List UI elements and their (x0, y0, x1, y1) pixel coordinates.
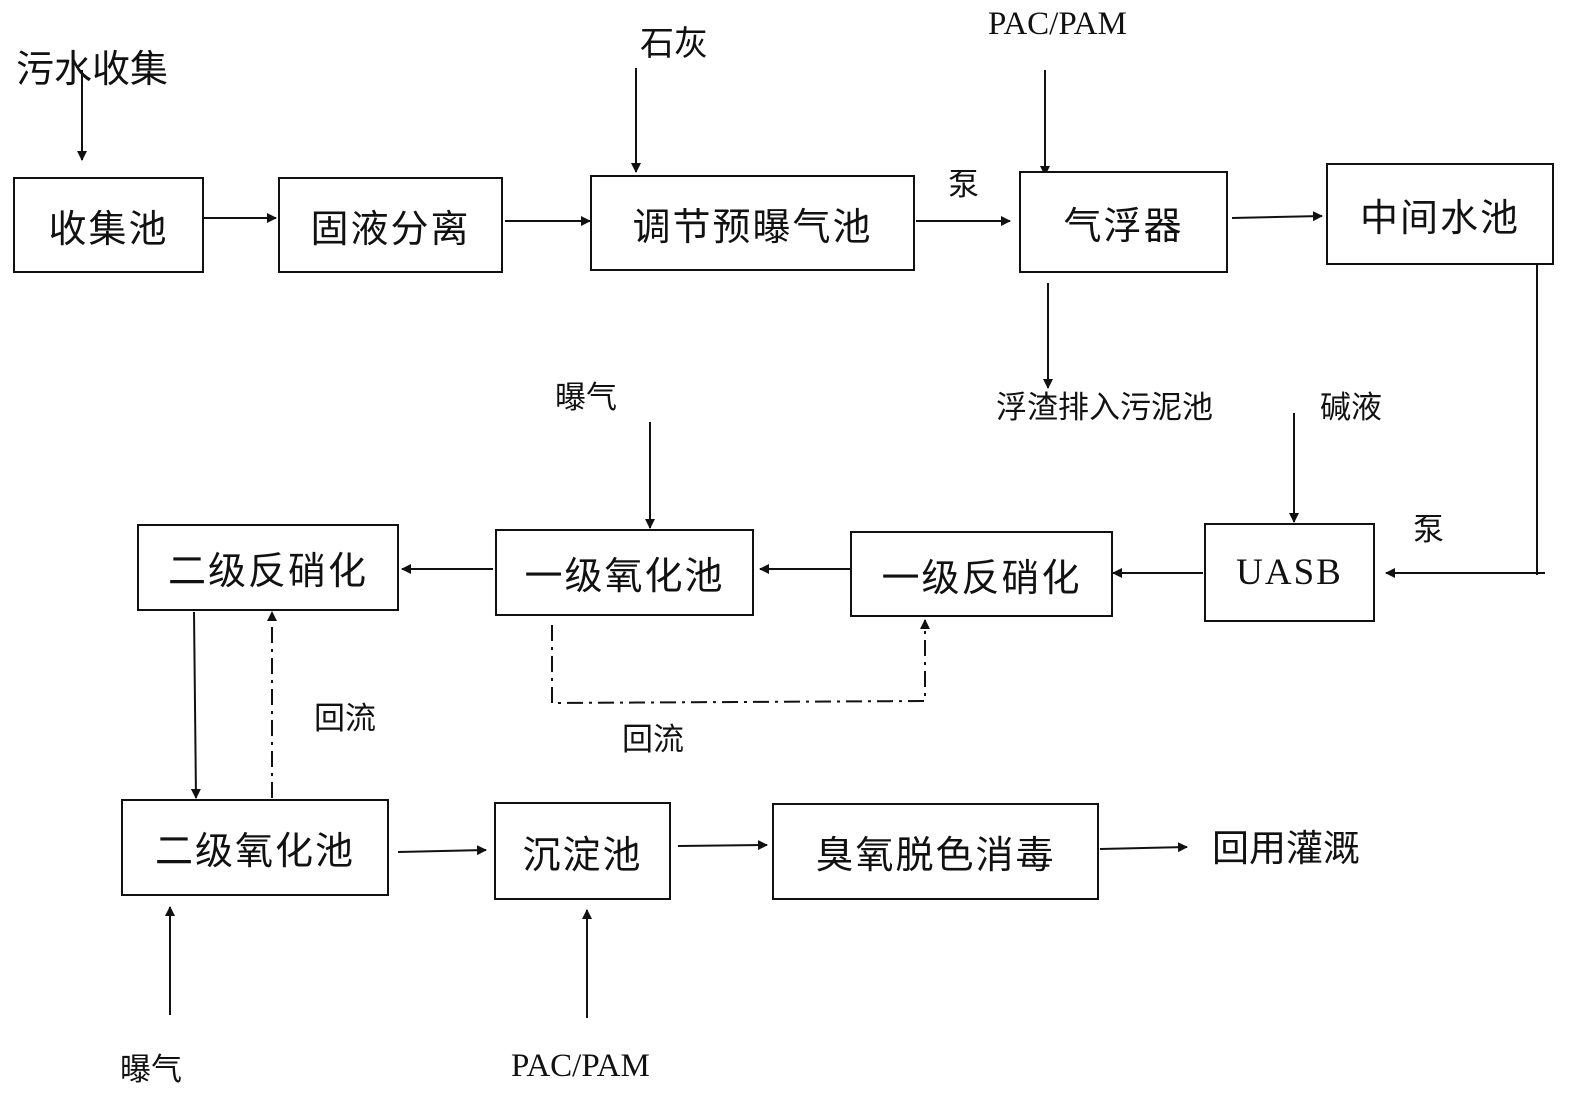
uasb-box: UASB (1204, 523, 1375, 622)
primary-denitrification-box: 一级反硝化 (850, 531, 1113, 617)
scum-label: 浮渣排入污泥池 (996, 390, 1213, 426)
intermediate-tank-box: 中间水池 (1326, 163, 1554, 265)
alkali-label: 碱液 (1320, 390, 1382, 426)
arrow-secondary-oxidation-to-sedimentation (397, 845, 487, 856)
lime-label: 石灰 (640, 24, 708, 64)
secondary-denitrification-box: 二级反硝化 (137, 524, 399, 611)
arrow-flotation-to-intermediate (1231, 211, 1323, 222)
sedimentation-tank-box: 沉淀池 (494, 802, 671, 900)
aeration-top-label: 曝气 (555, 380, 617, 416)
reflux-label-1: 回流 (314, 701, 376, 737)
secondary-oxidation-box: 二级氧化池 (121, 799, 389, 896)
air-flotation-box: 气浮器 (1019, 171, 1228, 273)
collection-tank-box: 收集池 (13, 177, 204, 273)
ozone-decolor-disinfection-box: 臭氧脱色消毒 (772, 803, 1099, 900)
aeration-bottom-label: 曝气 (120, 1052, 182, 1088)
arrow-secondary-denitrification-to-secondary-oxidation (190, 611, 201, 799)
sewage-collection-label: 污水收集 (16, 47, 169, 91)
solid-liquid-separation-box: 固液分离 (278, 177, 503, 273)
pump-label-2: 泵 (1413, 512, 1444, 548)
pac-pam-bottom-label: PAC/PAM (511, 1048, 650, 1084)
pac-pam-top-label: PAC/PAM (988, 6, 1127, 42)
regulating-pre-aeration-tank-box: 调节预曝气池 (590, 175, 915, 271)
reflux-label-2: 回流 (622, 722, 684, 758)
pump-label-1: 泵 (948, 167, 979, 203)
arrow-ozone-to-reuse (1099, 842, 1188, 853)
reuse-label: 回用灌溉 (1212, 827, 1360, 870)
arrow-sedimentation-to-ozone (677, 840, 768, 851)
primary-oxidation-box: 一级氧化池 (495, 529, 754, 616)
reflux-loop-primary (551, 619, 930, 705)
